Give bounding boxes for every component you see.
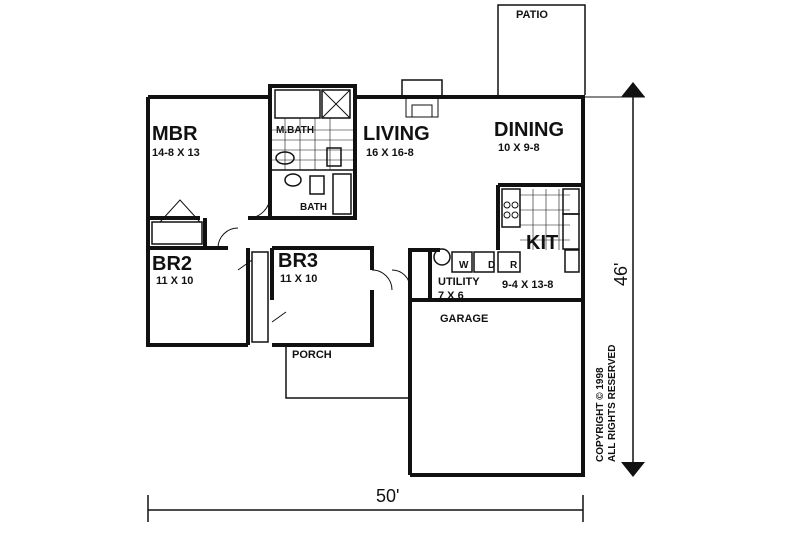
patio-label: PATIO xyxy=(516,9,548,21)
kitchen xyxy=(501,188,580,273)
bath-block xyxy=(268,84,357,220)
depth-dimension: 46' xyxy=(611,263,631,286)
br3-size: 11 X 10 xyxy=(280,273,317,285)
interior-walls xyxy=(146,183,585,345)
br3-label: BR3 xyxy=(278,250,318,272)
bath-label: BATH xyxy=(300,202,327,213)
copyright-line2: ALL RIGHTS RESERVED xyxy=(607,345,618,462)
width-dimension: 50' xyxy=(376,486,399,506)
kit-size: 9-4 X 13-8 xyxy=(502,279,553,291)
copyright-line1: COPYRIGHT © 1998 xyxy=(595,367,606,462)
dining-size: 10 X 9-8 xyxy=(498,142,540,154)
utility-size: 7 X 6 xyxy=(438,290,464,302)
dryer-label: D xyxy=(488,260,495,271)
dining-label: DINING xyxy=(494,119,564,141)
closets-and-doors xyxy=(151,195,411,343)
br2-size: 11 X 10 xyxy=(156,275,193,287)
utility-room xyxy=(433,248,521,273)
porch-label: PORCH xyxy=(292,349,332,361)
mbr-size: 14-8 X 13 xyxy=(152,147,200,159)
dimension-lines xyxy=(147,82,645,522)
kit-label: KIT xyxy=(526,232,558,254)
living-label: LIVING xyxy=(363,123,430,145)
refrigerator-label: R xyxy=(510,260,518,271)
garage-label: GARAGE xyxy=(440,313,488,325)
patio xyxy=(497,4,586,95)
mbr-label: MBR xyxy=(152,123,198,145)
porch xyxy=(285,345,410,399)
washer-label: W xyxy=(459,260,469,271)
utility-label: UTILITY xyxy=(438,276,480,288)
mbath-label: M.BATH xyxy=(276,125,314,136)
br2-label: BR2 xyxy=(152,253,192,275)
fireplace xyxy=(401,79,443,118)
living-size: 16 X 16-8 xyxy=(366,147,414,159)
